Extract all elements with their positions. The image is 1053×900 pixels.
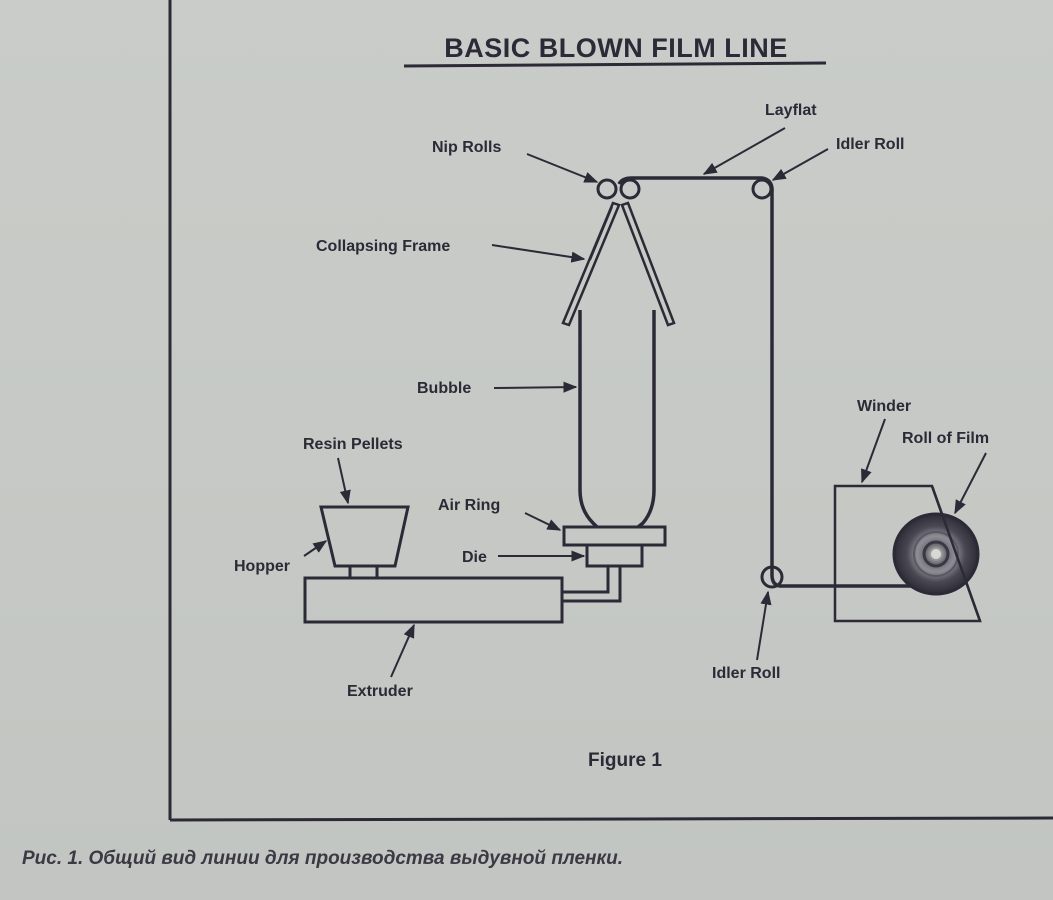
adapter-pipe bbox=[562, 566, 622, 603]
title-underline bbox=[403, 61, 827, 68]
label-winder: Winder bbox=[857, 398, 911, 415]
air-ring bbox=[562, 525, 667, 547]
arrow-nip-rolls bbox=[526, 153, 599, 183]
bubble bbox=[578, 310, 656, 529]
label-roll-of-film: Roll of Film bbox=[902, 430, 989, 447]
figure-caption: Рис. 1. Общий вид линии для производства… bbox=[22, 848, 624, 869]
label-idler-roll-top: Idler Roll bbox=[836, 136, 904, 153]
die bbox=[585, 543, 644, 568]
label-idler-roll-bottom: Idler Roll bbox=[712, 665, 780, 682]
label-resin-pellets: Resin Pellets bbox=[303, 436, 403, 453]
layflat-web bbox=[617, 176, 940, 588]
hopper-throat bbox=[348, 566, 379, 578]
arrow-air-ring bbox=[524, 512, 562, 531]
label-nip-rolls: Nip Rolls bbox=[432, 139, 501, 156]
arrow-bubble bbox=[493, 381, 578, 393]
label-layflat: Layflat bbox=[765, 102, 817, 119]
label-hopper: Hopper bbox=[234, 558, 290, 575]
figure-label: Figure 1 bbox=[588, 750, 662, 771]
arrow-resin-pellets bbox=[337, 457, 351, 505]
label-die: Die bbox=[462, 549, 487, 566]
label-collapsing-frame: Collapsing Frame bbox=[316, 238, 450, 255]
label-extruder: Extruder bbox=[347, 683, 413, 700]
arrow-collapsing-frame bbox=[491, 244, 586, 263]
arrow-idler-roll-top bbox=[771, 148, 829, 181]
bubble-neck-left bbox=[589, 206, 613, 261]
arrow-layflat bbox=[702, 127, 786, 175]
idler-roll-top bbox=[751, 178, 773, 200]
hopper bbox=[319, 505, 410, 568]
collapsing-frame bbox=[561, 201, 676, 327]
label-bubble: Bubble bbox=[417, 380, 471, 397]
extruder bbox=[303, 576, 564, 624]
idler-roll-bottom bbox=[760, 565, 784, 589]
arrow-hopper bbox=[303, 540, 328, 557]
arrow-idler-roll-bottom bbox=[756, 590, 772, 661]
arrow-extruder bbox=[390, 623, 415, 678]
label-air-ring: Air Ring bbox=[438, 497, 500, 514]
nip-rolls bbox=[596, 178, 641, 200]
arrow-winder bbox=[861, 418, 886, 484]
roll-of-film bbox=[892, 485, 982, 622]
figure-frame bbox=[168, 0, 1053, 822]
arrow-roll-of-film bbox=[954, 452, 987, 515]
diagram-title: BASIC BLOWN FILM LINE bbox=[444, 33, 787, 63]
